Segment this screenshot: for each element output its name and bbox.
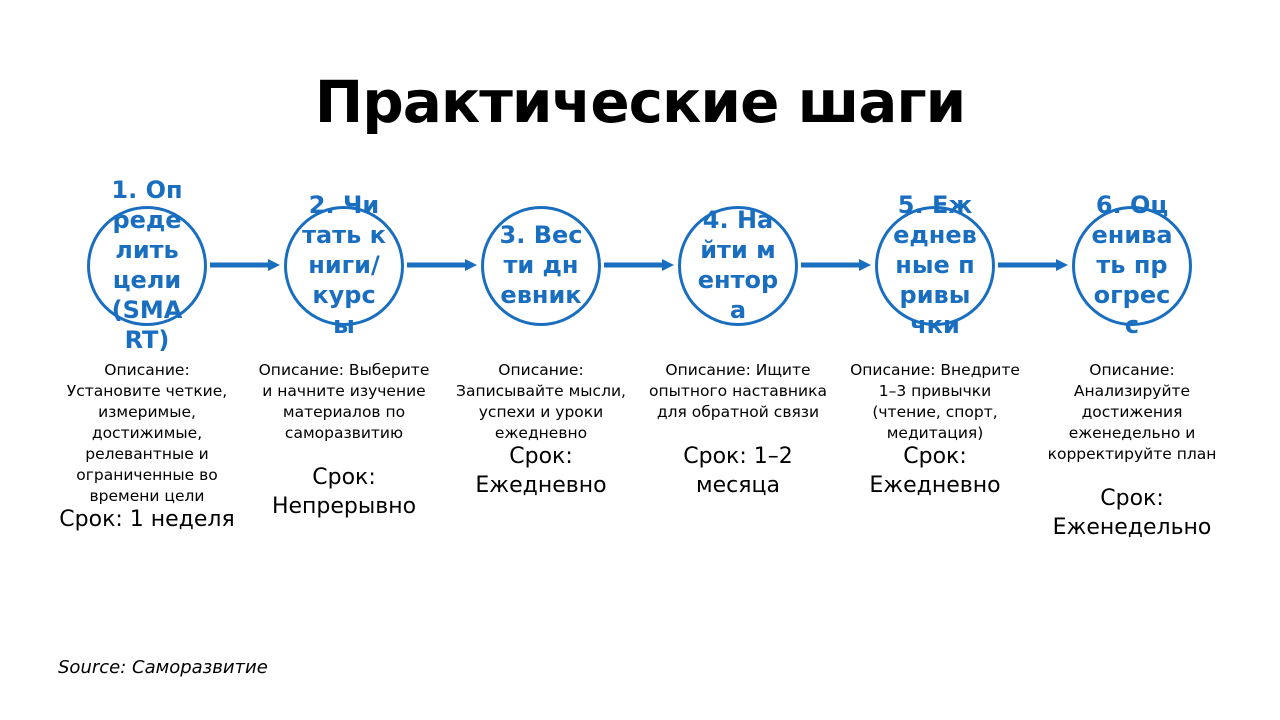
step-1-label: 1. Определить цели (SMART)	[111, 176, 183, 354]
step-5-label: 5. Ежедневные привычки	[893, 191, 977, 339]
step-6-label: 6. Оценивать прогресс	[1091, 191, 1173, 339]
arrow-3-4	[604, 259, 674, 271]
step-3-label: 3. Вести дневник	[499, 221, 583, 309]
arrow-2-3	[407, 259, 477, 271]
step-5-description: Описание: Внедрите 1–3 привычки (чтение,…	[850, 361, 1020, 442]
page-title: Практические шаги	[314, 68, 967, 136]
step-3-term: Срок: Ежедневно	[475, 444, 607, 498]
step-6-circle	[1072, 206, 1192, 326]
step-4-term: Срок: 1–2 месяца	[683, 444, 793, 498]
step-5-circle	[875, 206, 995, 326]
source-prefix: Source:	[58, 657, 127, 678]
step-4-description: Описание: Ищите опытного наставника для …	[649, 361, 827, 421]
arrow-4-5	[801, 259, 871, 271]
source-note: Source: Саморазвитие	[58, 656, 268, 680]
source-text: Саморазвитие	[132, 657, 268, 678]
step-2-circle	[284, 206, 404, 326]
step-2-label: 2. Читать книги/курсы	[302, 191, 386, 339]
step-5-term: Срок: Ежедневно	[869, 444, 1001, 498]
step-6-term: Срок: Еженедельно	[1052, 486, 1212, 540]
step-6-description: Описание: Анализируйте достижения еженед…	[1047, 361, 1217, 463]
step-2-description: Описание: Выберите и начните изучение ма…	[258, 361, 430, 442]
step-3-description: Описание: Записывайте мысли, успехи и ур…	[456, 361, 626, 442]
arrow-5-6	[998, 259, 1068, 271]
step-1-circle	[87, 206, 207, 326]
arrow-1-2	[210, 259, 280, 271]
step-1-description: Описание: Установите четкие, измеримые, …	[66, 361, 228, 505]
step-3-circle	[481, 206, 601, 326]
step-2-term: Срок: Непрерывно	[271, 465, 417, 519]
step-1-term: Срок: 1 неделя	[59, 507, 235, 532]
step-4-circle	[678, 206, 798, 326]
step-4-label: 4. Найти ментора	[697, 206, 779, 324]
